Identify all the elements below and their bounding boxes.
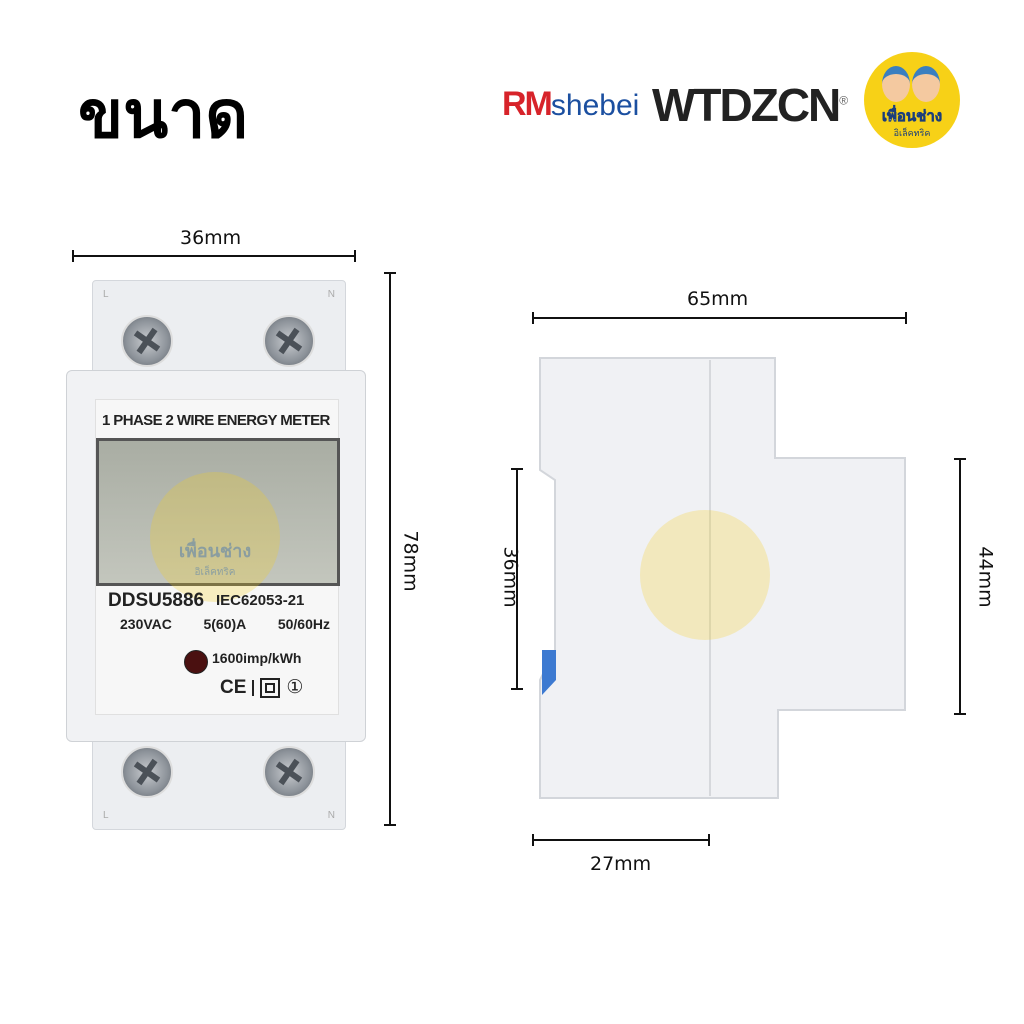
double-insulation-icon <box>260 677 281 698</box>
bottom-terminal-block: L N <box>92 735 346 830</box>
screw-icon <box>121 746 173 798</box>
rail-dimension-line <box>511 468 523 690</box>
page-title: ขนาด <box>78 76 249 153</box>
ground-icon <box>252 679 255 696</box>
top-terminal-block: L N <box>92 280 346 377</box>
watermark-subtext: อิเล็คทริค <box>194 567 236 578</box>
meter-front-view: L N L N 1 PHASE 2 WIRE ENERGY METER เพื่… <box>66 280 366 830</box>
pulse-led-icon <box>184 650 208 674</box>
ce-mark-icon: CE <box>220 676 247 698</box>
meter-body: 1 PHASE 2 WIRE ENERGY METER เพื่อนช่าง อ… <box>66 370 366 742</box>
height-label: 78mm <box>399 530 422 592</box>
screw-icon <box>263 315 315 367</box>
base-label: 27mm <box>590 853 652 875</box>
watermark-logo: เพื่อนช่าง อิเล็คทริค <box>150 472 280 602</box>
puenchang-badge-logo: เพื่อนช่าง อิเล็คทริค <box>864 52 960 148</box>
voltage-rating: 230VAC <box>120 616 172 632</box>
front-height-dimension-line <box>954 458 966 715</box>
certification-marks: CE ① <box>220 676 303 699</box>
side-body <box>539 357 906 799</box>
faceplate: 1 PHASE 2 WIRE ENERGY METER เพื่อนช่าง อ… <box>95 399 340 715</box>
screw-icon <box>121 315 173 367</box>
terminal-label: N <box>327 810 335 821</box>
wtdzcn-logo: WTDZCN® <box>652 78 848 132</box>
badge-text: เพื่อนช่าง <box>881 107 943 126</box>
current-rating: 5(60)A <box>203 616 247 632</box>
rm-logo-text: RM <box>502 85 553 123</box>
width-label: 36mm <box>180 227 242 249</box>
terminal-label: L <box>103 289 109 300</box>
terminal-label: L <box>103 810 109 821</box>
meter-header: 1 PHASE 2 WIRE ENERGY METER <box>102 412 330 429</box>
frequency-rating: 50/60Hz <box>277 616 330 632</box>
model-number: DDSU5886 <box>108 590 205 611</box>
terminal-label: N <box>327 289 335 300</box>
wtdzcn-logo-text: WTDZCN <box>652 79 841 131</box>
shebei-logo-text: shebei <box>550 89 640 122</box>
depth-dimension-line <box>532 312 907 324</box>
watermark-logo <box>640 510 770 640</box>
meter-side-view <box>539 357 906 799</box>
rmshebei-logo: RMshebei <box>502 85 639 124</box>
height-dimension-line <box>384 272 396 826</box>
impulse-constant: 1600imp/kWh <box>212 650 302 666</box>
rail-label: 36mm <box>499 546 522 608</box>
badge-subtext: อิเล็คทริค <box>893 129 931 139</box>
width-dimension-line <box>72 250 356 262</box>
class-mark-icon: ① <box>286 677 304 698</box>
depth-label: 65mm <box>687 288 749 310</box>
front-height-label: 44mm <box>974 546 997 608</box>
lcd-display <box>96 438 340 586</box>
standard-label: IEC62053-21 <box>216 592 305 609</box>
watermark-text: เพื่อนช่าง <box>178 541 252 562</box>
registered-mark: ® <box>839 93 848 108</box>
ratings-row: 230VAC 5(60)A 50/60Hz <box>120 616 330 632</box>
base-dimension-line <box>532 834 710 846</box>
din-clip <box>542 650 556 695</box>
screw-icon <box>263 746 315 798</box>
mascot-icon <box>882 62 942 102</box>
